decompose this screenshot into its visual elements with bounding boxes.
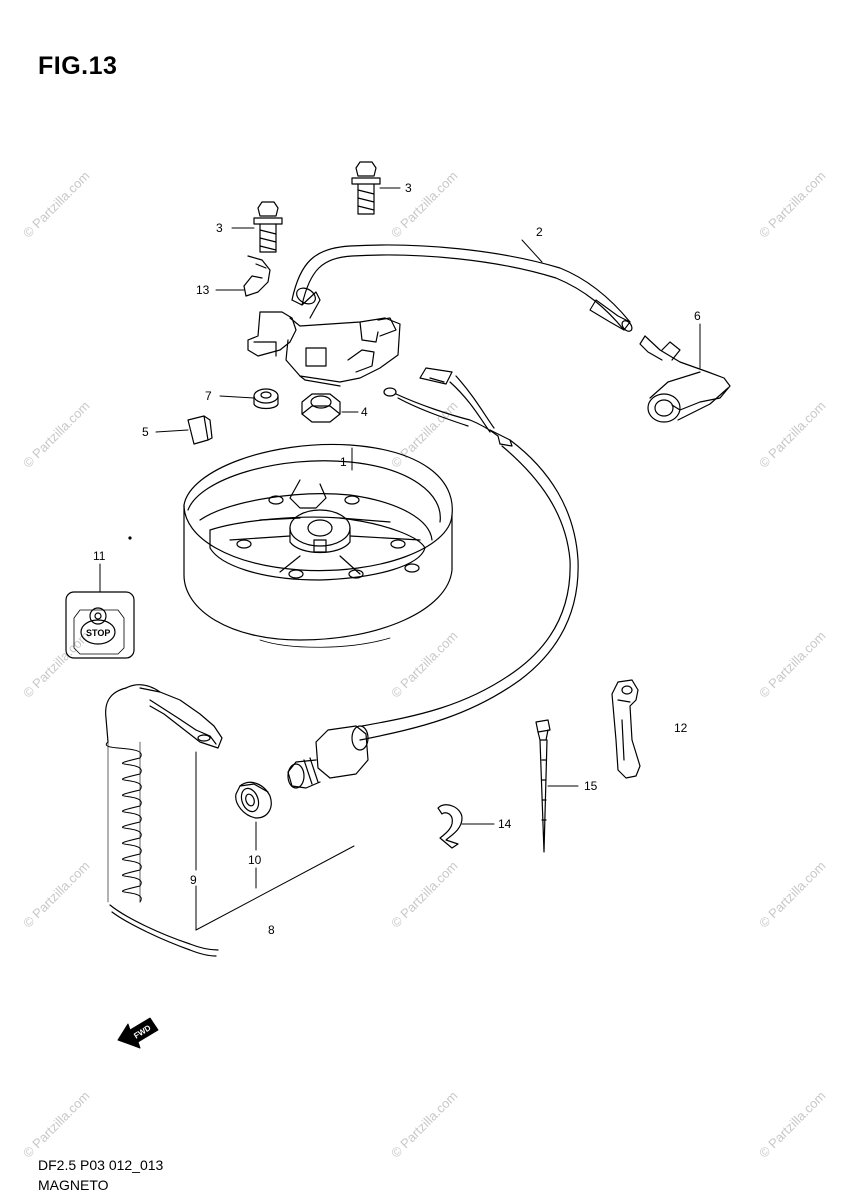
callout-7: 7 xyxy=(205,389,212,403)
cable-tie xyxy=(535,719,551,853)
stop-lead-wire xyxy=(359,367,579,741)
spark-plug-cap xyxy=(639,335,731,423)
ignition-coil xyxy=(247,287,401,387)
stop-switch: STOP xyxy=(65,591,135,659)
callout-5: 5 xyxy=(142,425,149,439)
callout-15: 15 xyxy=(584,779,598,793)
stop-switch-label: STOP xyxy=(86,628,110,638)
callout-14: 14 xyxy=(498,817,512,831)
emergency-stop-lanyard xyxy=(105,684,223,957)
washer xyxy=(253,388,279,410)
leader-lines xyxy=(99,187,701,931)
callout-8: 8 xyxy=(268,923,275,937)
coil-bracket xyxy=(243,255,271,297)
callout-4: 4 xyxy=(361,405,368,419)
bolt-upper xyxy=(351,161,381,215)
figure-code: DF2.5 P03 012_013 xyxy=(38,1157,164,1173)
figure-title: FIG.13 xyxy=(38,52,118,80)
grommet xyxy=(235,781,272,819)
callout-10: 10 xyxy=(248,853,262,867)
cable-clamp xyxy=(611,679,641,779)
callout-9: 9 xyxy=(190,873,197,887)
flywheel-nut xyxy=(301,393,341,423)
figure-name: MAGNETO xyxy=(38,1177,109,1193)
callout-3-left: 3 xyxy=(216,221,223,235)
callout-12: 12 xyxy=(674,721,688,735)
flywheel xyxy=(183,443,453,648)
callout-6: 6 xyxy=(694,309,701,323)
forward-arrow-icon: FWD xyxy=(117,1017,159,1049)
wire-clip xyxy=(437,804,463,849)
lead-connector xyxy=(287,725,369,789)
bolt-left xyxy=(253,201,283,253)
high-tension-cable xyxy=(291,244,633,332)
callout-2: 2 xyxy=(536,225,543,239)
callout-numbers: 1 2 3 3 4 5 6 7 8 9 10 11 12 13 14 15 xyxy=(93,181,701,937)
callout-3-upper: 3 xyxy=(405,181,412,195)
callout-11: 11 xyxy=(93,549,106,563)
stray-dot xyxy=(128,536,132,540)
woodruff-key xyxy=(187,415,213,445)
callout-1: 1 xyxy=(340,455,347,469)
callout-13: 13 xyxy=(196,283,210,297)
